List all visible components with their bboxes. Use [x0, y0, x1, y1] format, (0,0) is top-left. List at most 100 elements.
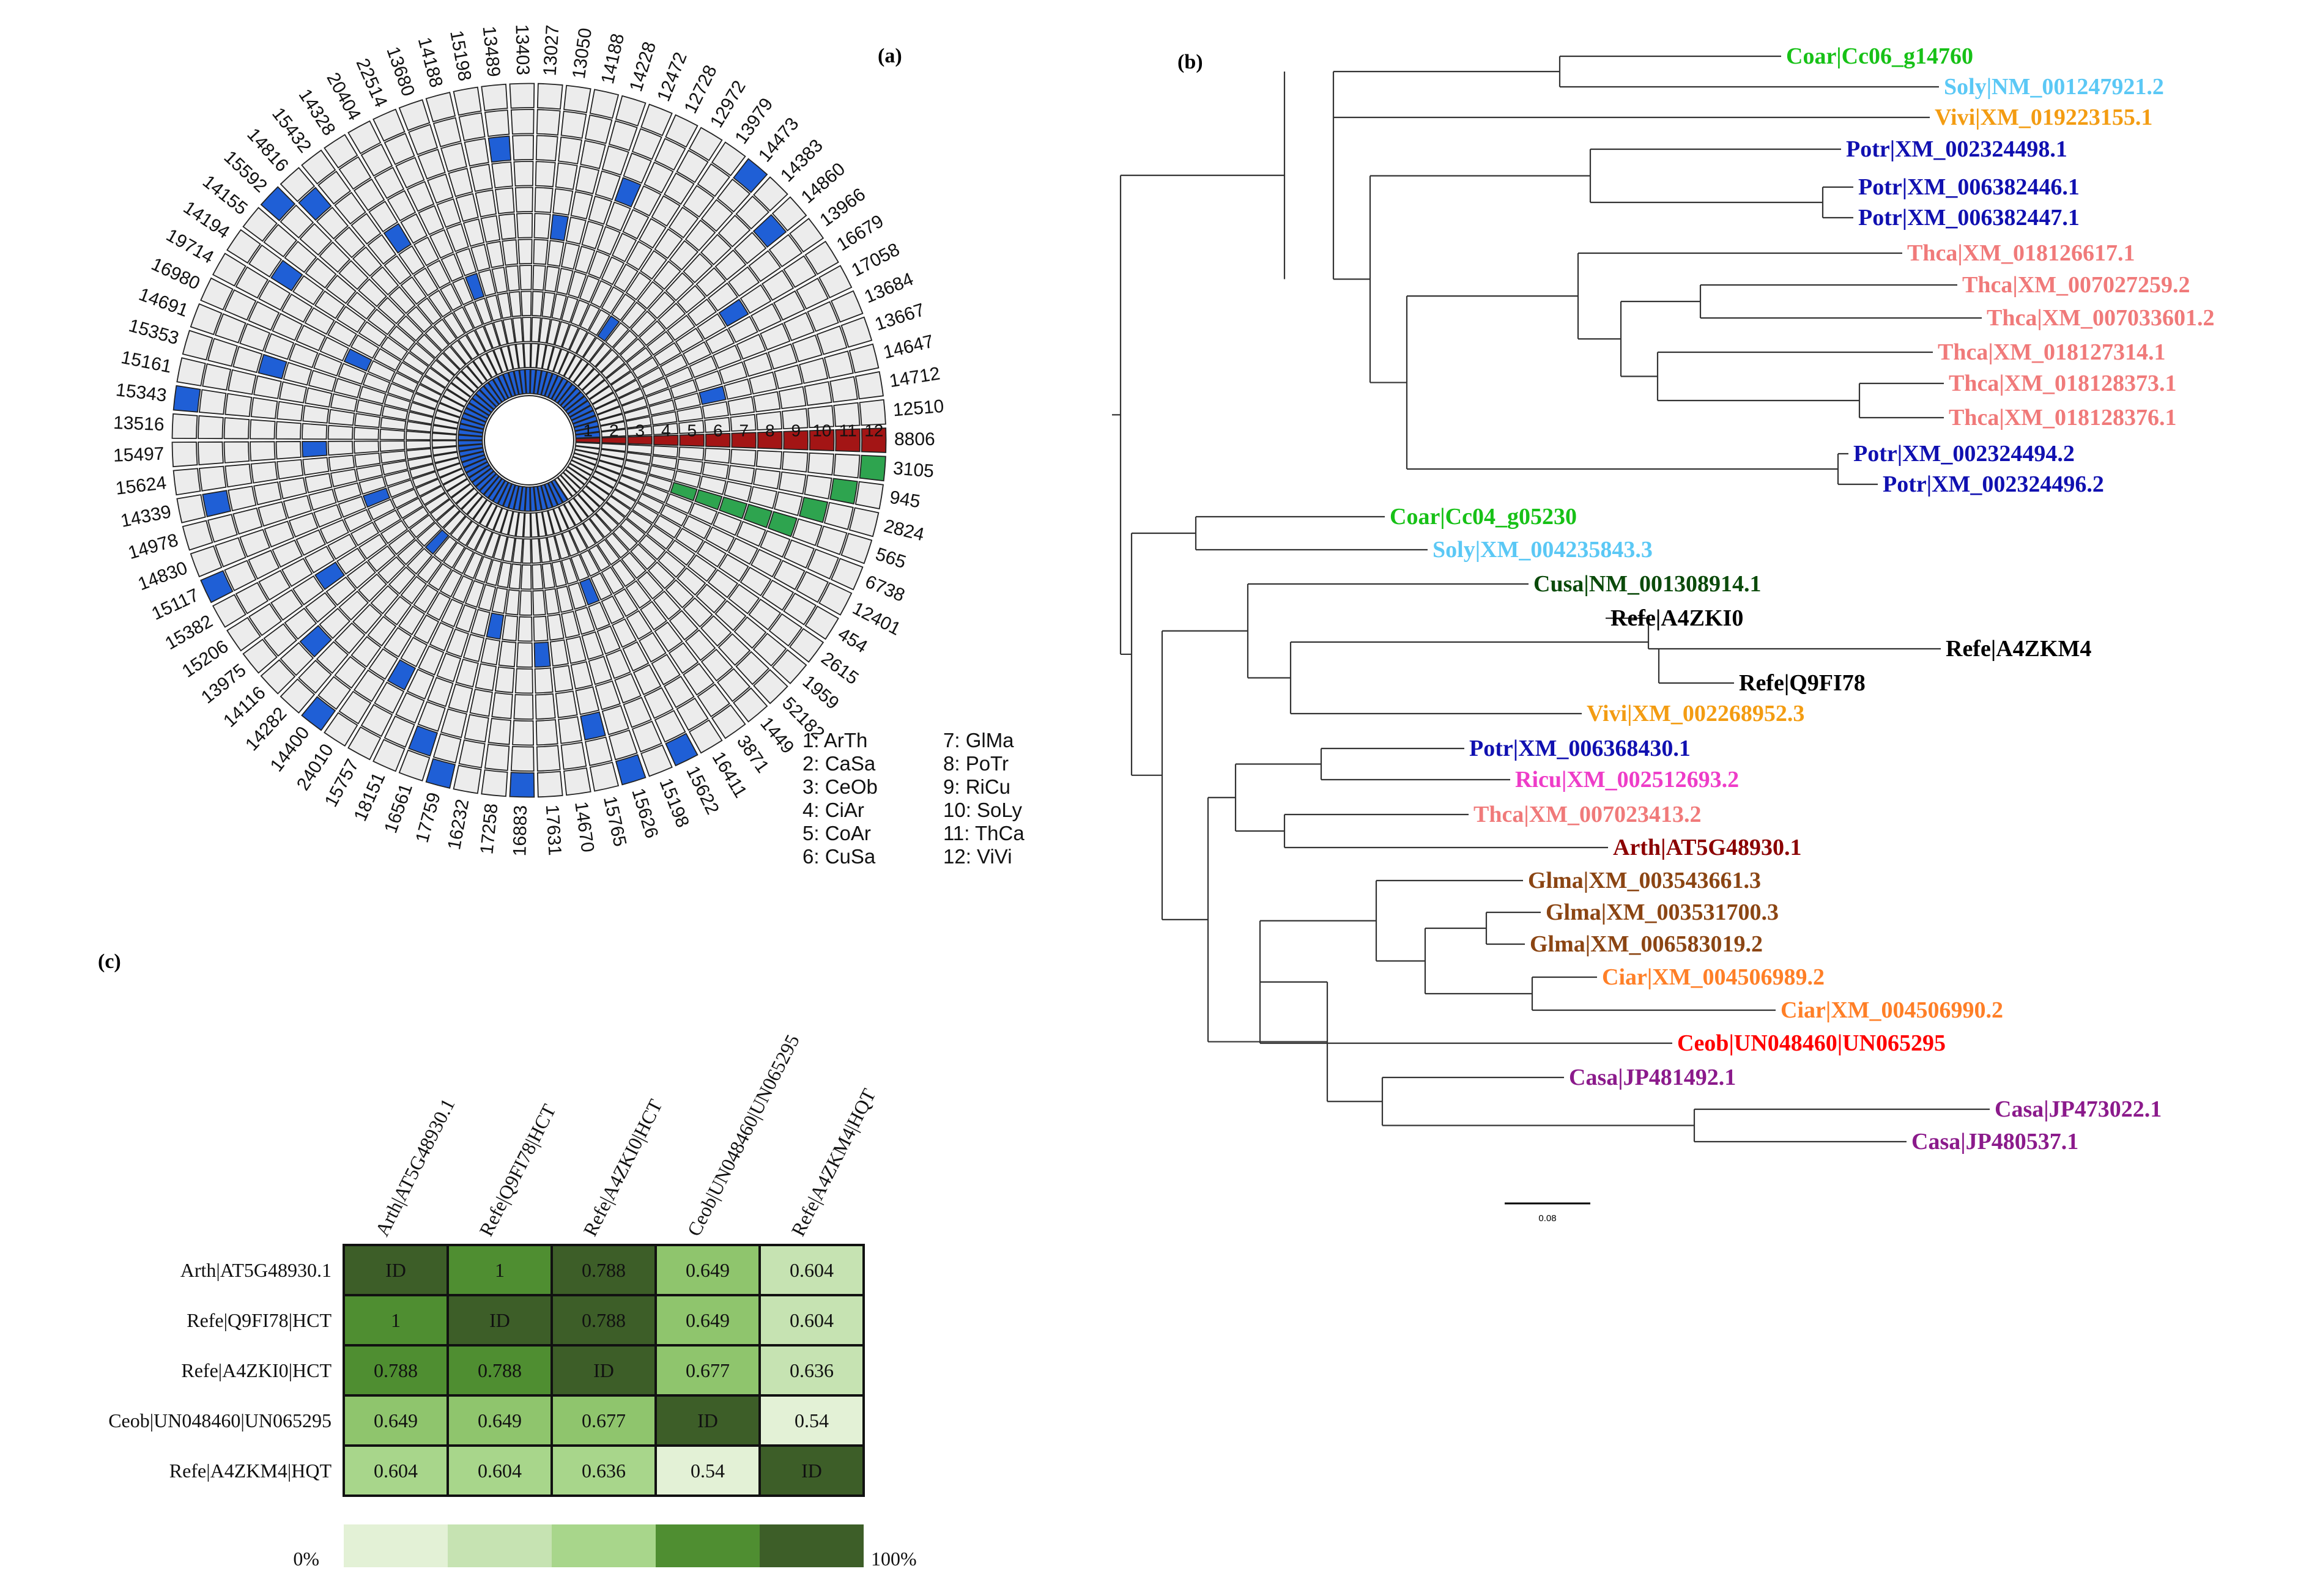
circular-heatmap: 8806125101471214647136671368417058166791…: [113, 24, 944, 856]
heat-cell: [328, 408, 355, 426]
heat-cell: [823, 501, 854, 530]
heat-cell: [171, 413, 198, 439]
heat-cell: [621, 467, 648, 484]
heat-cell: [491, 586, 508, 615]
heat-cell: [459, 418, 486, 430]
heat-cell: [750, 303, 782, 332]
heat-cell: [500, 345, 514, 372]
heat-cell: [588, 309, 610, 336]
heat-cell: [328, 454, 355, 472]
heat-cell: [626, 610, 653, 640]
heat-cell: [683, 662, 715, 696]
heat-cell: [250, 397, 278, 419]
heat-cell: [724, 378, 752, 400]
heat-cell: [570, 191, 593, 220]
heat-cell: [678, 419, 705, 434]
heat-cell: [601, 286, 625, 314]
heat-cell: [305, 592, 337, 623]
heat-cell: [637, 493, 665, 514]
tree-leaf-label: Casa|JP480537.1: [1911, 1129, 2078, 1155]
heat-cell: [541, 562, 556, 589]
heat-cell: [398, 245, 426, 275]
heat-cell: [581, 485, 606, 508]
heat-cell: [702, 401, 729, 419]
heat-cell: [700, 234, 732, 265]
heat-cell: [442, 473, 468, 492]
heat-cell: [533, 238, 549, 265]
heat-cell: [416, 333, 442, 359]
heat-cell: [198, 441, 224, 465]
legend-item: 2: CaSa: [802, 752, 876, 775]
heat-cell: [492, 534, 508, 561]
heat-cell: [263, 623, 298, 657]
heat-cell: [515, 511, 525, 538]
heat-cell: [512, 317, 524, 343]
heat-cell: [534, 667, 554, 694]
heat-cell: [752, 632, 787, 667]
heat-cell: [658, 550, 686, 578]
heat-cell: [517, 616, 533, 642]
heat-cell: [533, 641, 551, 668]
heat-cell: [570, 553, 590, 582]
heat-cell: [565, 216, 587, 245]
heat-cell: [487, 379, 506, 403]
color-scale-swatch: [448, 1524, 552, 1567]
heat-cell: [534, 187, 554, 213]
heat-cell: [301, 149, 336, 185]
heat-cell: [646, 525, 674, 550]
heat-cell: [623, 696, 652, 728]
heat-cell: [520, 564, 532, 590]
heat-cell: [338, 363, 367, 385]
heat-cell: [560, 471, 582, 493]
heat-cell: [558, 136, 583, 164]
heat-cell: [818, 265, 853, 299]
ring-number: 4: [661, 421, 671, 440]
heat-cell: [816, 525, 848, 555]
heat-cell: [861, 427, 887, 453]
heat-cell: [807, 301, 839, 332]
heat-cell: [608, 120, 638, 152]
heat-cell: [324, 134, 358, 169]
heat-cell: [406, 180, 435, 212]
heat-cell: [440, 142, 467, 172]
heat-cell: [519, 369, 527, 395]
heat-cell: [570, 661, 593, 690]
heat-cell: [295, 324, 327, 352]
heat-cell: [632, 501, 659, 524]
heat-cell: [455, 193, 479, 223]
heat-cell: [550, 479, 568, 503]
heat-cell: [228, 486, 257, 512]
heat-cell: [733, 158, 768, 193]
heat-cell: [575, 686, 600, 715]
heat-cell: [540, 371, 554, 397]
heat-cell: [816, 325, 848, 355]
heat-cell: [584, 736, 613, 766]
heat-cell: [402, 506, 429, 529]
heat-cell: [555, 690, 578, 719]
heat-cell: [299, 624, 333, 658]
heat-cell: [417, 149, 446, 180]
heat-cell: [622, 641, 650, 672]
heat-cell: [447, 1294, 553, 1347]
tree-leaf-label: Thca|XM_018126617.1: [1907, 240, 2135, 266]
heat-cell: [283, 495, 313, 519]
spoke-label: 15198: [446, 29, 475, 83]
heat-cell: [581, 373, 606, 396]
heat-cell: [804, 605, 839, 640]
heat-cell: [418, 205, 445, 235]
heat-cell: [606, 495, 631, 518]
heat-cell: [224, 393, 253, 417]
heat-cell: [372, 108, 406, 142]
heat-cell: [492, 376, 510, 401]
heat-cell: [305, 257, 337, 289]
heat-cell: [429, 359, 455, 382]
tree-leaf-label: Potr|XM_002324498.1: [1846, 136, 2067, 162]
heat-cell: [590, 280, 613, 308]
heat-row-label: Ceob|UN048460|UN065295: [108, 1409, 332, 1432]
heat-cell: [288, 512, 319, 538]
heat-cell: [172, 468, 201, 496]
heat-cell: [319, 519, 349, 544]
spoke-label: 15343: [115, 380, 168, 406]
heat-cell: [532, 564, 544, 590]
heat-cell: [538, 537, 551, 563]
